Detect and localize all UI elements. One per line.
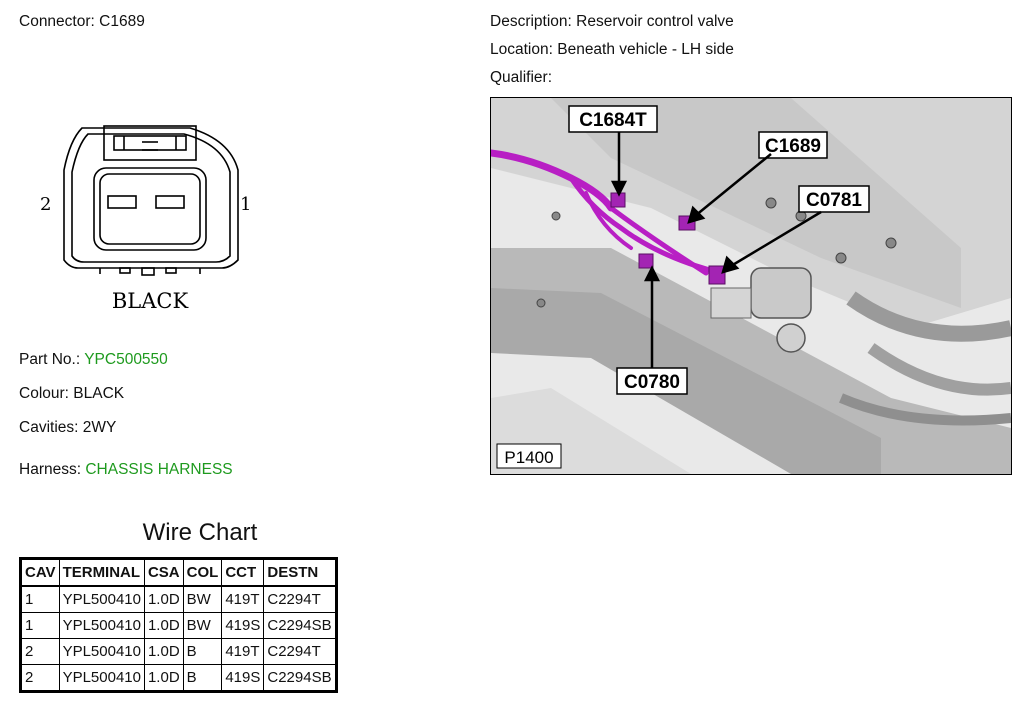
connector-face-drawing: 2 1 BLACK xyxy=(40,125,251,313)
harness-label: Harness: xyxy=(19,461,82,478)
connector-line: Connector: C1689 xyxy=(19,13,145,31)
callout-c1689: C1689 xyxy=(765,136,821,157)
cell-col: B xyxy=(182,638,223,665)
cell-destn: C2294SB xyxy=(263,612,337,639)
photo-ref: P1400 xyxy=(504,448,553,467)
colour-line: Colour: BLACK xyxy=(19,385,124,403)
cell-destn: C2294T xyxy=(263,585,337,613)
wire-chart-table: CAV TERMINAL CSA COL CCT DESTN 1 YPL5004… xyxy=(19,557,338,693)
cell-csa: 1.0D xyxy=(143,638,184,665)
cavities-value: 2WY xyxy=(82,419,117,436)
wire-chart-title: Wire Chart xyxy=(142,519,258,546)
callout-c0781: C0781 xyxy=(806,190,862,211)
qualifier-line: Qualifier: xyxy=(490,69,552,87)
location-photo: C1684T C1689 C0781 C0780 P1400 xyxy=(490,97,1012,475)
colour-value: BLACK xyxy=(73,385,125,402)
cell-col: BW xyxy=(182,612,223,639)
cell-terminal: YPL500410 xyxy=(58,664,145,692)
cell-col: BW xyxy=(182,585,223,613)
location-line: Location: Beneath vehicle - LH side xyxy=(490,41,734,59)
cell-destn: C2294T xyxy=(263,638,337,665)
connector-id: C1689 xyxy=(99,13,145,30)
header-cav: CAV xyxy=(20,558,60,587)
table-row: 2 YPL500410 1.0D B 419T C2294T xyxy=(20,638,337,665)
drawing-colour-text: BLACK xyxy=(112,289,189,313)
header-cct: CCT xyxy=(221,558,265,587)
cell-cct: 419S xyxy=(221,664,265,692)
harness-line: Harness: CHASSIS HARNESS xyxy=(19,461,233,479)
cell-cct: 419S xyxy=(221,612,265,639)
pin-label-left: 2 xyxy=(40,194,51,215)
cell-terminal: YPL500410 xyxy=(58,585,145,613)
part-no-value[interactable]: YPC500550 xyxy=(84,351,168,368)
cavities-line: Cavities: 2WY xyxy=(19,419,116,437)
cell-col: B xyxy=(182,664,223,692)
cell-cct: 419T xyxy=(221,638,265,665)
cell-cav: 1 xyxy=(20,612,60,639)
header-terminal: TERMINAL xyxy=(58,558,145,587)
harness-value[interactable]: CHASSIS HARNESS xyxy=(85,461,233,478)
cell-destn: C2294SB xyxy=(263,664,337,692)
qualifier-label: Qualifier: xyxy=(490,69,553,86)
wire-chart-header-row: CAV TERMINAL CSA COL CCT DESTN xyxy=(20,558,337,587)
table-row: 1 YPL500410 1.0D BW 419S C2294SB xyxy=(20,612,337,639)
cavities-label: Cavities: xyxy=(19,419,79,436)
cell-cav: 1 xyxy=(20,585,60,613)
callout-c0780: C0780 xyxy=(624,372,680,393)
cell-terminal: YPL500410 xyxy=(58,638,145,665)
description-label: Description: xyxy=(490,13,572,30)
cell-cct: 419T xyxy=(221,585,265,613)
cell-cav: 2 xyxy=(20,638,60,665)
header-destn: DESTN xyxy=(263,558,337,587)
part-no-line: Part No.: YPC500550 xyxy=(19,351,168,369)
description-value: Reservoir control valve xyxy=(576,13,734,30)
pin-label-right: 1 xyxy=(240,194,251,215)
connector-label: Connector: xyxy=(19,13,95,30)
cell-csa: 1.0D xyxy=(143,664,184,692)
header-col: COL xyxy=(182,558,223,587)
cell-csa: 1.0D xyxy=(143,585,184,613)
location-label: Location: xyxy=(490,41,553,58)
cell-csa: 1.0D xyxy=(143,612,184,639)
description-line: Description: Reservoir control valve xyxy=(490,13,734,31)
part-no-label: Part No.: xyxy=(19,351,81,368)
callout-c1684t: C1684T xyxy=(579,110,647,131)
colour-label: Colour: xyxy=(19,385,69,402)
table-row: 2 YPL500410 1.0D B 419S C2294SB xyxy=(20,664,337,692)
cell-cav: 2 xyxy=(20,664,60,692)
table-row: 1 YPL500410 1.0D BW 419T C2294T xyxy=(20,585,337,613)
header-csa: CSA xyxy=(143,558,184,587)
cell-terminal: YPL500410 xyxy=(58,612,145,639)
location-value: Beneath vehicle - LH side xyxy=(557,41,734,58)
